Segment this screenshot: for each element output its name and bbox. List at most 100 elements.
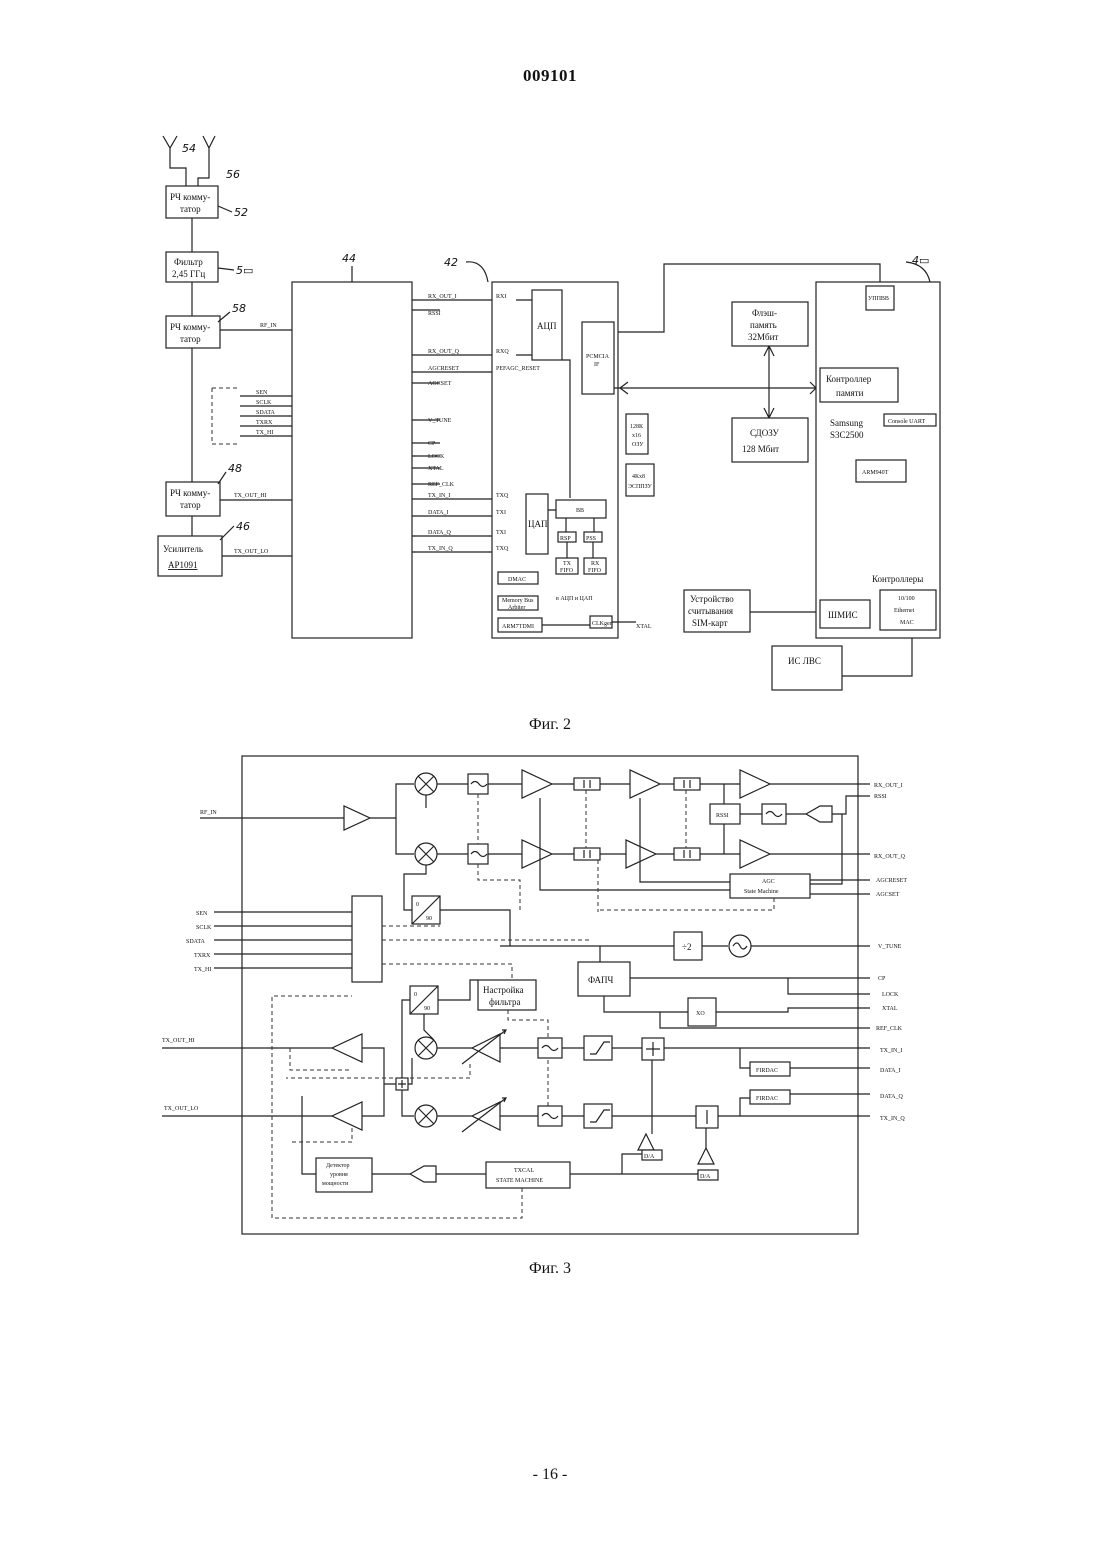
svg-text:RX_OUT_I: RX_OUT_I bbox=[428, 294, 457, 300]
svg-text:RXQ: RXQ bbox=[496, 349, 509, 355]
svg-text:32Мбит: 32Мбит bbox=[748, 332, 778, 342]
dac-i bbox=[638, 1134, 654, 1150]
sig-tx-out-lo: TX_OUT_LO bbox=[234, 549, 269, 555]
svg-text:XO: XO bbox=[696, 1011, 705, 1017]
fig3-tx-out-hi: TX_OUT_HI bbox=[162, 1038, 195, 1044]
rf-switch-mid-line2: татор bbox=[180, 334, 201, 344]
svg-text:считывания: считывания bbox=[688, 606, 733, 616]
dac-q bbox=[698, 1148, 714, 1164]
amplifier-line2: AP1091 bbox=[168, 560, 198, 570]
svg-text:÷2: ÷2 bbox=[682, 942, 691, 952]
rf-switch-top-line2: татор bbox=[180, 204, 201, 214]
fig3-rx-out-i: RX_OUT_I bbox=[874, 783, 903, 789]
ref-56: 56 bbox=[226, 168, 240, 181]
fig3-agcreset: AGCRESET bbox=[876, 878, 907, 884]
fig3-tx-in-q: TX_IN_Q bbox=[880, 1116, 905, 1122]
rf-switch-low-line1: РЧ комму- bbox=[170, 488, 210, 498]
fig3-rf-in: RF_IN bbox=[200, 810, 217, 816]
rx-amp-i3 bbox=[740, 770, 770, 798]
rx-amp-q1 bbox=[522, 840, 552, 868]
svg-text:LOCK: LOCK bbox=[428, 454, 445, 460]
samsung-line1: Samsung bbox=[830, 418, 864, 428]
svg-text:TX_IN_Q: TX_IN_Q bbox=[428, 546, 453, 552]
svg-text:FIRDAC: FIRDAC bbox=[756, 1096, 778, 1102]
svg-text:State Machine: State Machine bbox=[744, 889, 779, 895]
svg-text:MAC: MAC bbox=[900, 620, 914, 626]
txcal-state-machine bbox=[486, 1162, 570, 1188]
chip-44 bbox=[292, 282, 412, 638]
fig3-v-tune: V_TUNE bbox=[878, 944, 902, 950]
svg-text:PSS: PSS bbox=[586, 536, 596, 542]
sig-rf-in: RF_IN bbox=[260, 323, 277, 329]
svg-text:TX: TX bbox=[563, 561, 572, 567]
svg-text:CP: CP bbox=[428, 441, 436, 447]
rx-cap-q2 bbox=[674, 848, 700, 860]
svg-text:FIFO: FIFO bbox=[560, 568, 574, 574]
adc-label: АЦП bbox=[537, 321, 557, 331]
fig3-tx-out-lo: TX_OUT_LO bbox=[164, 1106, 199, 1112]
svg-text:4Кх8: 4Кх8 bbox=[632, 474, 645, 480]
fig3-cp: CP bbox=[878, 976, 886, 982]
svg-text:памяти: памяти bbox=[836, 388, 864, 398]
svg-text:RSSI: RSSI bbox=[716, 813, 729, 819]
svg-text:SDATA: SDATA bbox=[256, 410, 276, 416]
ref-46: 46 bbox=[236, 520, 250, 533]
svg-text:D/A: D/A bbox=[700, 1174, 711, 1180]
adc-dac-note: в АЦП и ЦАП bbox=[556, 596, 593, 602]
fig3-data-i: DATA_I bbox=[880, 1068, 901, 1074]
svg-text:RX: RX bbox=[591, 561, 600, 567]
svg-text:уровня: уровня bbox=[330, 1172, 348, 1178]
ref-48: 48 bbox=[228, 462, 242, 475]
svg-text:AGCRESET: AGCRESET bbox=[428, 366, 459, 372]
svg-text:УППВВ: УППВВ bbox=[868, 296, 889, 302]
lna-amp bbox=[344, 806, 370, 830]
svg-text:Детектор: Детектор bbox=[326, 1163, 350, 1169]
svg-text:90: 90 bbox=[426, 916, 432, 922]
fig3-control-pins: SEN SCLK SDATA TXRX TX_HI bbox=[186, 911, 352, 973]
svg-text:128К: 128К bbox=[630, 424, 644, 430]
svg-text:мощности: мощности bbox=[322, 1181, 349, 1187]
fig3-data-q: DATA_Q bbox=[880, 1094, 904, 1100]
figure-2-caption: Фиг. 2 bbox=[0, 716, 1100, 734]
amplifier-line1: Усилитель bbox=[163, 544, 203, 554]
rx-cap-i2 bbox=[674, 778, 700, 790]
ref-52: 52 bbox=[234, 206, 248, 219]
svg-text:10/100: 10/100 bbox=[898, 596, 915, 602]
rx-amp-i2 bbox=[630, 770, 660, 798]
svg-text:память: память bbox=[750, 320, 777, 330]
samsung-line2: S3C2500 bbox=[830, 430, 864, 440]
svg-text:128 Мбит: 128 Мбит bbox=[742, 444, 779, 454]
svg-text:SCLK: SCLK bbox=[196, 925, 212, 931]
svg-text:фильтра: фильтра bbox=[489, 997, 520, 1007]
svg-text:CLKgen: CLKgen bbox=[592, 621, 613, 627]
svg-text:Ethernet: Ethernet bbox=[894, 608, 915, 614]
chip-44-pins: RX_OUT_I RSSI RX_OUT_Q AGCRESET AGCSET V… bbox=[412, 294, 492, 552]
svg-text:Устройство: Устройство bbox=[690, 594, 734, 604]
svg-text:SIM-карт: SIM-карт bbox=[692, 618, 728, 628]
fig3-tx-in-i: TX_IN_I bbox=[880, 1048, 902, 1054]
svg-text:0: 0 bbox=[414, 992, 417, 998]
svg-text:90: 90 bbox=[424, 1006, 430, 1012]
figure-3: RF_IN RX_OUT_I RSSI bbox=[162, 756, 907, 1234]
svg-text:DATA_I: DATA_I bbox=[428, 510, 449, 516]
page-number: - 16 - bbox=[0, 1466, 1100, 1484]
detector-buffer bbox=[410, 1166, 436, 1182]
eeprom-4k bbox=[626, 464, 654, 496]
svg-text:SCLK: SCLK bbox=[256, 400, 272, 406]
amplifier-ap1091 bbox=[158, 536, 222, 576]
svg-text:TX_HI: TX_HI bbox=[256, 430, 273, 436]
svg-text:0: 0 bbox=[416, 902, 419, 908]
fig3-agcset: AGCSET bbox=[876, 892, 900, 898]
svg-text:TX_HI: TX_HI bbox=[194, 967, 211, 973]
svg-text:AGCSET: AGCSET bbox=[428, 381, 452, 387]
svg-text:TXI: TXI bbox=[496, 510, 506, 516]
rssi-buffer bbox=[806, 806, 832, 822]
lan-ic bbox=[772, 646, 842, 690]
ref-58: 58 bbox=[232, 302, 246, 315]
fig3-xtal: XTAL bbox=[882, 1006, 898, 1012]
svg-text:ОЗУ: ОЗУ bbox=[632, 442, 644, 448]
svg-text:REF_CLK: REF_CLK bbox=[428, 482, 455, 488]
svg-text:x16: x16 bbox=[632, 433, 641, 439]
svg-text:Флэш-: Флэш- bbox=[752, 308, 777, 318]
